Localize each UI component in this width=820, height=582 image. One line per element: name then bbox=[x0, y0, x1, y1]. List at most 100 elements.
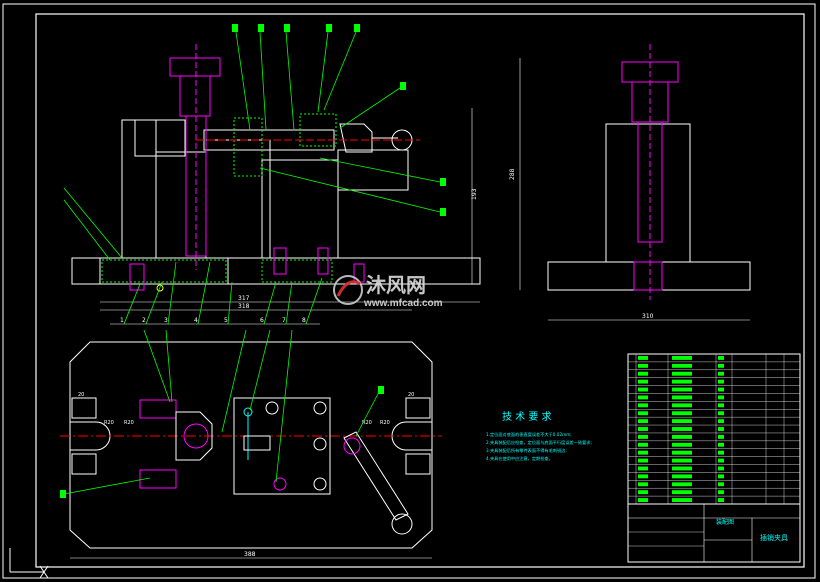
drawing-frame bbox=[2, 3, 816, 579]
parts-list-entry-mark bbox=[672, 403, 692, 408]
parts-list-entry-mark bbox=[718, 419, 724, 424]
parts-list-entry-mark bbox=[718, 458, 724, 463]
parts-list-entry-mark bbox=[638, 395, 648, 400]
dim-front-width-1: 317 bbox=[238, 295, 250, 302]
watermark-url: www.mfcad.com bbox=[363, 298, 443, 309]
part-no-3: 3 bbox=[164, 317, 168, 324]
tech-line-1: 1.定位面对底面的垂直度误差不大于0.02mm; bbox=[486, 431, 572, 438]
title-part-name: 插销夹具 bbox=[760, 533, 788, 542]
parts-list-entry-mark bbox=[718, 411, 724, 416]
tech-line-3: 3.夹具装配后所有零件表面不得有毛刺锐边; bbox=[486, 447, 567, 454]
part-no-7: 7 bbox=[282, 317, 286, 324]
parts-list-entry-mark bbox=[718, 450, 724, 455]
technical-requirements: 技 术 要 求 1.定位面对底面的垂直度误差不大于0.02mm; 2.夹具装配后… bbox=[486, 410, 592, 462]
parts-list-entry-mark bbox=[718, 466, 724, 471]
parts-list-entry-mark bbox=[638, 442, 648, 447]
parts-list-entry-mark bbox=[718, 442, 724, 447]
parts-list-entry-mark bbox=[718, 371, 724, 376]
parts-list-entry-mark bbox=[638, 458, 648, 463]
dim-plan-left-2: R20 bbox=[104, 420, 114, 426]
parts-list-entry-mark bbox=[672, 387, 692, 392]
dim-plan-left-3: R20 bbox=[124, 420, 134, 426]
dim-front-height: 193 bbox=[471, 188, 478, 200]
tech-line-4: 4.夹具在使用中应注意，定期检查。 bbox=[486, 455, 553, 462]
parts-list-entry-mark bbox=[718, 434, 724, 439]
watermark-brand: 沐风网 bbox=[366, 274, 426, 297]
parts-list-entry-mark bbox=[638, 371, 648, 376]
part-number-row: 1 2 3 4 5 6 7 8 bbox=[110, 261, 323, 325]
title-drawing-name: 装配图 bbox=[716, 518, 734, 526]
part-no-1: 1 bbox=[120, 317, 124, 324]
top-leaders bbox=[63, 31, 441, 261]
ucs-icon bbox=[9, 548, 49, 579]
parts-list-entry-mark bbox=[672, 379, 692, 384]
front-view: 317 318 193 bbox=[71, 44, 481, 311]
part-no-8: 8 bbox=[302, 317, 306, 324]
parts-list-entry-mark bbox=[638, 379, 648, 384]
watermark: 沐风网 www.mfcad.com bbox=[333, 274, 443, 309]
plan-view: 388 20 R20 R20 20 R20 R20 bbox=[60, 329, 442, 559]
dim-front-width-2: 318 bbox=[238, 303, 250, 310]
parts-list-entry-mark bbox=[718, 363, 724, 368]
parts-list-entry-mark bbox=[672, 474, 692, 479]
parts-list-entry-mark bbox=[672, 371, 692, 376]
watermark-logo-icon bbox=[333, 275, 363, 305]
parts-list-entry-mark bbox=[672, 466, 692, 471]
parts-list-entry-mark bbox=[638, 474, 648, 479]
part-no-4: 4 bbox=[194, 317, 198, 324]
title-block: 装配图 插销夹具 bbox=[627, 503, 801, 563]
parts-list-entry-mark bbox=[718, 474, 724, 479]
parts-list-entry-mark bbox=[672, 363, 692, 368]
parts-list-entry-mark bbox=[672, 498, 692, 502]
dim-plan-left-1: 20 bbox=[78, 392, 84, 398]
parts-list-entry-mark bbox=[638, 498, 648, 502]
parts-list-entry-mark bbox=[638, 356, 648, 360]
parts-list-entry-mark bbox=[718, 403, 724, 408]
parts-list-entry-mark bbox=[672, 450, 692, 455]
dim-plan-right-1: 20 bbox=[408, 392, 414, 398]
parts-list-entry-mark bbox=[718, 498, 724, 502]
tech-title: 技 术 要 求 bbox=[502, 410, 552, 423]
parts-list-entry-mark bbox=[638, 363, 648, 368]
parts-list-entry-mark bbox=[638, 466, 648, 471]
parts-list-entry-mark bbox=[638, 403, 648, 408]
parts-list-entry-mark bbox=[672, 356, 692, 360]
parts-list-entry-mark bbox=[638, 482, 648, 487]
parts-list-entry-mark bbox=[638, 411, 648, 416]
dim-plan-right-2: R20 bbox=[380, 420, 390, 426]
parts-list-entry-mark bbox=[718, 387, 724, 392]
parts-list-entry-mark bbox=[672, 442, 692, 447]
part-no-5: 5 bbox=[224, 317, 228, 324]
dim-plan-right-3: R20 bbox=[362, 420, 372, 426]
parts-list-entry-mark bbox=[718, 482, 724, 487]
parts-list-entry-mark bbox=[672, 419, 692, 424]
part-no-2: 2 bbox=[142, 317, 146, 324]
part-no-6: 6 bbox=[260, 317, 264, 324]
side-view: 288 310 bbox=[509, 44, 751, 321]
tech-line-2: 2.夹具装配后应检查，定位面与底面平行度误差一致要求; bbox=[486, 439, 592, 446]
parts-list-entry-mark bbox=[718, 395, 724, 400]
parts-list-entry-mark bbox=[672, 434, 692, 439]
dim-plan-width: 388 bbox=[244, 551, 256, 558]
dim-side-width: 310 bbox=[642, 313, 654, 320]
parts-list-entry-mark bbox=[718, 379, 724, 384]
parts-list-entry-mark bbox=[672, 395, 692, 400]
parts-list-entry-mark bbox=[718, 356, 724, 360]
parts-list-entry-mark bbox=[638, 490, 648, 495]
parts-list-entry-mark bbox=[638, 434, 648, 439]
parts-list-entry-mark bbox=[672, 458, 692, 463]
parts-list-entry-mark bbox=[672, 411, 692, 416]
parts-list-entry-mark bbox=[672, 427, 692, 431]
parts-list-entry-mark bbox=[638, 427, 648, 431]
parts-list-entry-mark bbox=[638, 450, 648, 455]
parts-list-entry-mark bbox=[718, 427, 724, 431]
parts-list-entry-mark bbox=[638, 419, 648, 424]
parts-list-entry-mark bbox=[672, 482, 692, 487]
parts-list-entry-mark bbox=[672, 490, 692, 495]
dim-side-height: 288 bbox=[509, 168, 516, 180]
parts-list-entry-mark bbox=[718, 490, 724, 495]
top-tags bbox=[232, 24, 446, 216]
parts-list bbox=[627, 353, 801, 505]
parts-list-entry-mark bbox=[638, 387, 648, 392]
